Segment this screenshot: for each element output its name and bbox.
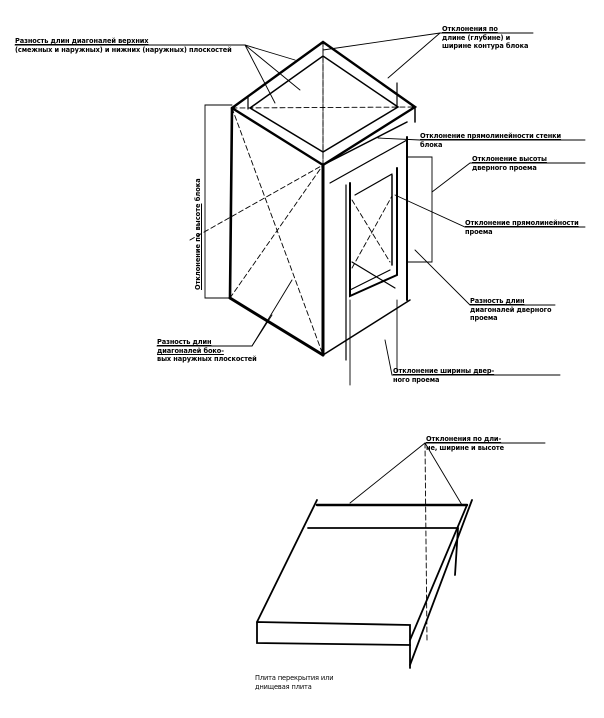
label-title: Отклонение высоты [472, 155, 547, 163]
label-text: дверного проема [472, 163, 537, 172]
label-title: Отклонение прямолинейности [465, 219, 579, 227]
label-text: вых наружных плоскостей [157, 355, 257, 363]
label-side-diagonals: Разность длин диагоналей боко- вых наруж… [157, 338, 257, 364]
label-text: блока [194, 178, 202, 202]
block-top-outline [230, 40, 418, 167]
label-block-height: Отклонение по высоте блока [194, 178, 202, 290]
caption-line-2: днищевая плита [255, 682, 312, 691]
block-top-inner-rim [249, 55, 400, 153]
label-title: Отклонение по высоте [194, 203, 202, 290]
label-title: Разность длин [470, 297, 525, 305]
label-door-width: Отклонение ширины двер- ного проема [393, 367, 563, 384]
label-text: не, ширине и высоте [426, 443, 504, 452]
block-left-edge [228, 106, 234, 300]
label-text: диагоналей дверного проема [470, 305, 552, 323]
caption-line-1: Плита перекрытия или [255, 674, 334, 682]
label-door-height: Отклонение высоты дверного проема [472, 155, 592, 172]
label-title: Разность длин диагоналей боко- [157, 338, 224, 355]
label-title: Отклонение прямолинейности стенки [420, 132, 562, 140]
label-title: Отклонение ширины двер- [393, 367, 495, 375]
caption-slab: Плита перекрытия или днищевая плита [255, 674, 350, 691]
label-top-diagonals: Разность длин диагоналей верхних (смежны… [15, 37, 245, 54]
door-opening [349, 167, 398, 298]
label-door-diagonals: Разность длин диагоналей дверного проема [470, 297, 555, 323]
label-opening-straightness: Отклонение прямолинейности проема [465, 219, 590, 236]
label-title: Отклонения по [442, 25, 498, 33]
label-text: ного проема [393, 375, 440, 384]
label-text: проема [465, 227, 493, 236]
label-length-width: Отклонения по длине (глубине) и ширине к… [442, 25, 534, 51]
label-text: блока [420, 140, 443, 149]
label-title: Отклонения по дли- [426, 435, 502, 443]
floor-slab [256, 442, 546, 669]
label-title: Разность длин диагоналей верхних [15, 37, 149, 45]
label-slab-dimensions: Отклонения по дли- не, ширине и высоте [426, 435, 546, 452]
label-text: (смежных и наружных) и нижних (наружных)… [15, 45, 232, 54]
volume-block [14, 32, 586, 386]
label-text: длине (глубине) и ширине контура блока [442, 33, 529, 51]
label-wall-straightness: Отклонение прямолинейности стенки блока [420, 132, 590, 149]
